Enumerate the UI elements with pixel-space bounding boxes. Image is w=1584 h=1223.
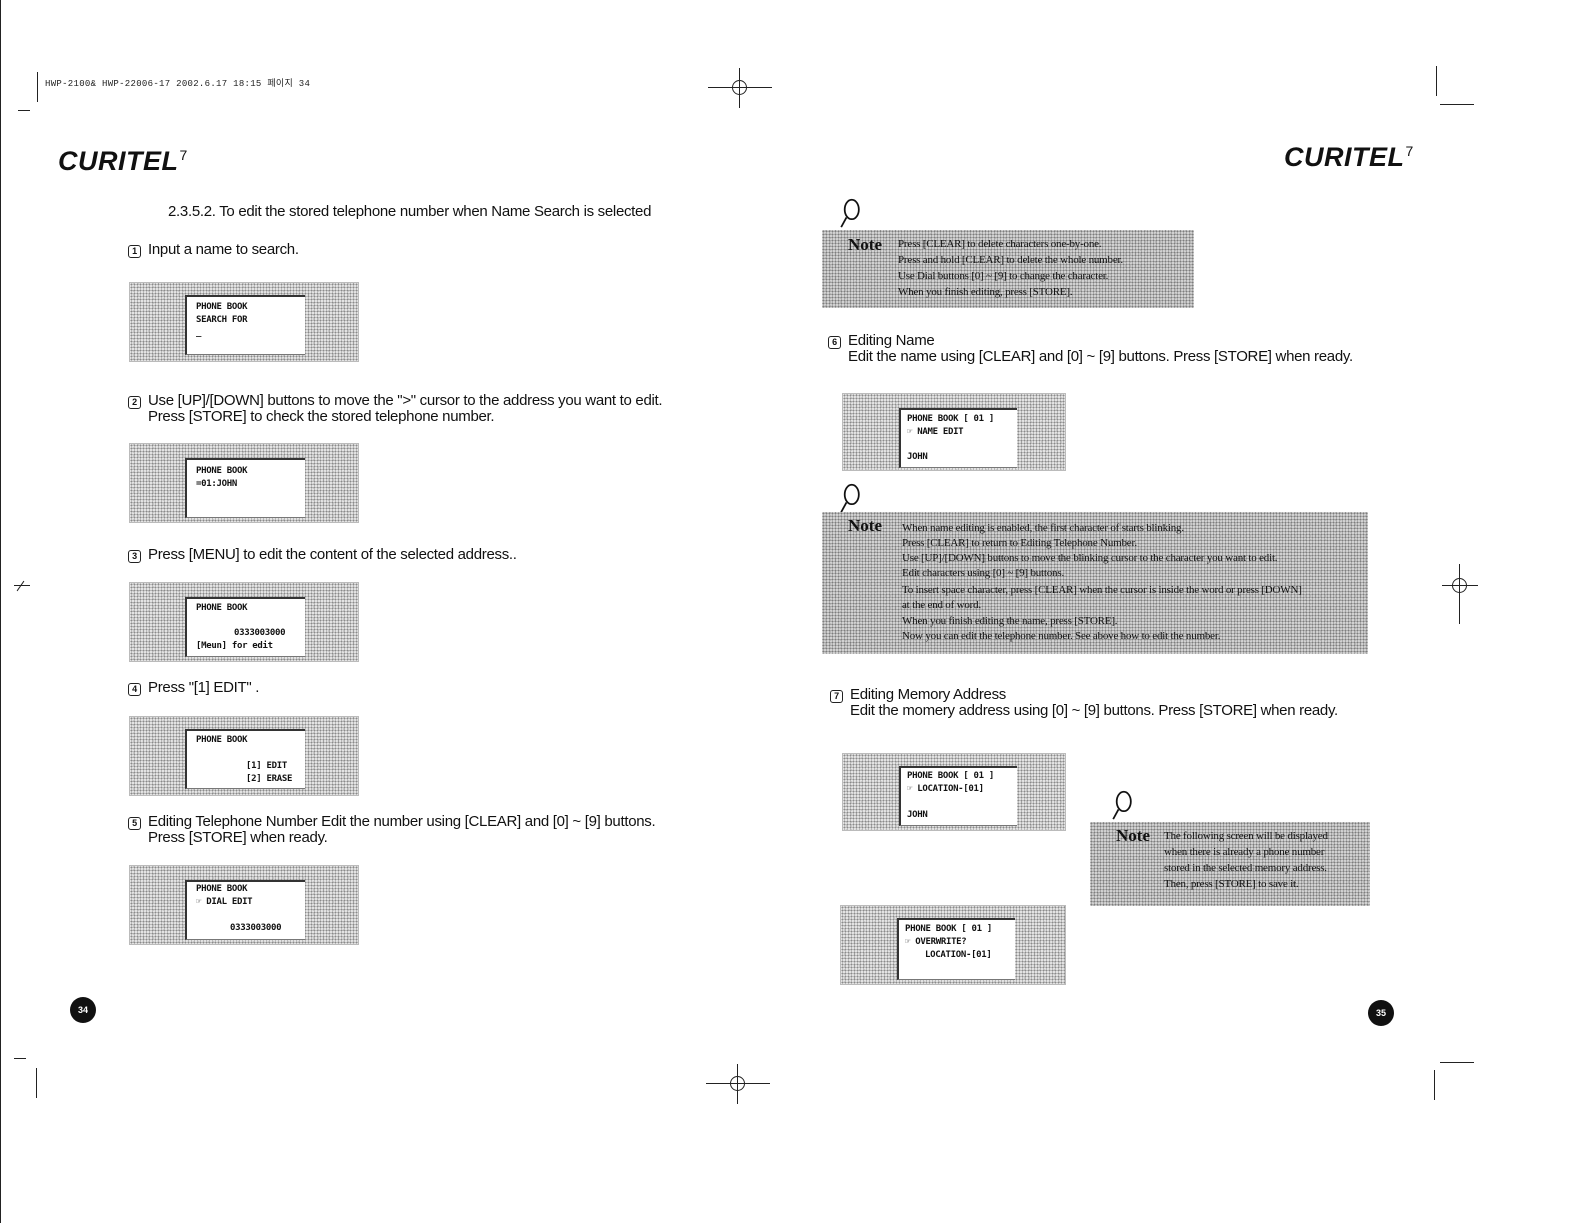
- lcd-screen-edit-menu: PHONE BOOK [1] EDIT [2] ERASE: [129, 716, 359, 796]
- note-line: Use Dial buttons [0] ~ [9] to change the…: [898, 270, 1109, 282]
- lcd-display: [185, 597, 305, 657]
- lcd-line: _: [196, 328, 202, 338]
- crop-mark: [36, 1068, 37, 1098]
- lcd-line: [1] EDIT: [246, 761, 287, 771]
- registration-mark: [1442, 564, 1478, 624]
- note-box: When name editing is enabled, the first …: [822, 512, 1368, 654]
- lcd-line: [Meun] for edit: [196, 641, 273, 651]
- note-line: when there is already a phone number: [1164, 846, 1325, 858]
- lcd-line: PHONE BOOK [ 01 ]: [905, 924, 993, 934]
- lcd-line: 0333003000: [234, 628, 286, 638]
- crop-mark: [14, 1058, 26, 1059]
- lcd-line: PHONE BOOK [ 01 ]: [907, 414, 995, 424]
- magnifier-icon: [840, 198, 860, 228]
- lcd-line: ☞ LOCATION-[01]: [907, 784, 984, 794]
- lcd-line: JOHN: [907, 452, 928, 462]
- lcd-line: LOCATION-[01]: [925, 950, 992, 960]
- note-line: When you finish editing, press [STORE].: [898, 286, 1073, 298]
- note-title: Note: [848, 516, 882, 535]
- page-number-right: 35: [1368, 1000, 1394, 1026]
- lcd-screen-search: PHONE BOOK SEARCH FOR _: [129, 282, 359, 362]
- lcd-line: SEARCH FOR: [196, 315, 248, 325]
- lcd-screen-location: PHONE BOOK [ 01 ] ☞ LOCATION-[01] JOHN: [842, 753, 1066, 831]
- lcd-line: ☞ NAME EDIT: [907, 427, 964, 437]
- lcd-line: PHONE BOOK: [196, 603, 248, 613]
- crop-mark: [37, 72, 38, 102]
- note-line: Press [CLEAR] to return to Editing Telep…: [902, 537, 1137, 549]
- note-line: Now you can edit the telephone number. S…: [902, 630, 1221, 642]
- note-line: The following screen will be displayed: [1164, 830, 1328, 842]
- lcd-line: 0333003000: [230, 923, 282, 933]
- lcd-screen-dial-edit: PHONE BOOK ☞ DIAL EDIT 0333003000: [129, 865, 359, 945]
- crop-mark: [1436, 66, 1437, 96]
- lcd-display: [185, 880, 305, 940]
- page-edge: [0, 0, 1, 1223]
- crop-mark: [18, 110, 30, 111]
- note-line: When name editing is enabled, the first …: [902, 522, 1184, 534]
- lcd-display: [185, 458, 305, 518]
- lcd-line: =01:JOHN: [196, 479, 237, 489]
- crop-mark: [1434, 1070, 1435, 1100]
- lcd-screen-name-edit: PHONE BOOK [ 01 ] ☞ NAME EDIT JOHN: [842, 393, 1066, 471]
- lcd-display: [899, 766, 1017, 826]
- note-box: Press [CLEAR] to delete characters one-b…: [822, 230, 1194, 308]
- lcd-display: [185, 295, 305, 355]
- note-line: stored in the selected memory address.: [1164, 862, 1327, 874]
- curitel-logo-left: CURITEL7: [58, 146, 188, 176]
- magnifier-icon: [1112, 790, 1132, 820]
- note-line: Use [UP]/[DOWN] buttons to move the blin…: [902, 552, 1278, 564]
- note-line: Press [CLEAR] to delete characters one-b…: [898, 238, 1102, 250]
- note-title: Note: [848, 235, 882, 254]
- lcd-line: PHONE BOOK: [196, 302, 248, 312]
- lcd-line: PHONE BOOK [ 01 ]: [907, 771, 995, 781]
- lcd-display: [897, 918, 1015, 980]
- lcd-line: PHONE BOOK: [196, 735, 248, 745]
- side-registration-mark: [14, 578, 30, 594]
- lcd-screen-select: PHONE BOOK =01:JOHN: [129, 443, 359, 523]
- lcd-screen-overwrite: PHONE BOOK [ 01 ] ☞ OVERWRITE? LOCATION-…: [840, 905, 1066, 985]
- note-line: at the end of word.: [902, 599, 981, 611]
- crop-mark: [1440, 1062, 1474, 1063]
- lcd-line: PHONE BOOK: [196, 884, 248, 894]
- section-heading: 2.3.5.2. To edit the stored telephone nu…: [168, 203, 652, 220]
- note-line: Then, press [STORE] to save it.: [1164, 878, 1299, 890]
- lcd-display: [185, 729, 305, 789]
- note-title: Note: [1116, 826, 1150, 845]
- lcd-screen-menu: PHONE BOOK 0333003000 [Meun] for edit: [129, 582, 359, 662]
- lcd-line: JOHN: [907, 810, 928, 820]
- lcd-display: [899, 408, 1017, 468]
- page-number-left: 34: [70, 997, 96, 1023]
- note-line: When you finish editing the name, press …: [902, 615, 1118, 627]
- magnifier-icon: [840, 483, 860, 513]
- lcd-line: ☞ DIAL EDIT: [196, 897, 253, 907]
- lcd-line: ☞ OVERWRITE?: [905, 937, 967, 947]
- note-line: To insert space character, press [CLEAR]…: [902, 584, 1302, 596]
- print-slug: HWP-2100& HWP-22006-17 2002.6.17 18:15 페…: [45, 79, 311, 89]
- registration-mark: [708, 68, 772, 108]
- lcd-line: PHONE BOOK: [196, 466, 248, 476]
- registration-mark: [706, 1064, 770, 1104]
- note-line: Edit characters using [0] ~ [9] buttons.: [902, 567, 1064, 579]
- crop-mark: [1440, 104, 1474, 105]
- curitel-logo-right: CURITEL7: [1284, 142, 1414, 172]
- lcd-line: [2] ERASE: [246, 774, 293, 784]
- note-line: Press and hold [CLEAR] to delete the who…: [898, 254, 1123, 266]
- note-box: The following screen will be displayed w…: [1090, 822, 1370, 906]
